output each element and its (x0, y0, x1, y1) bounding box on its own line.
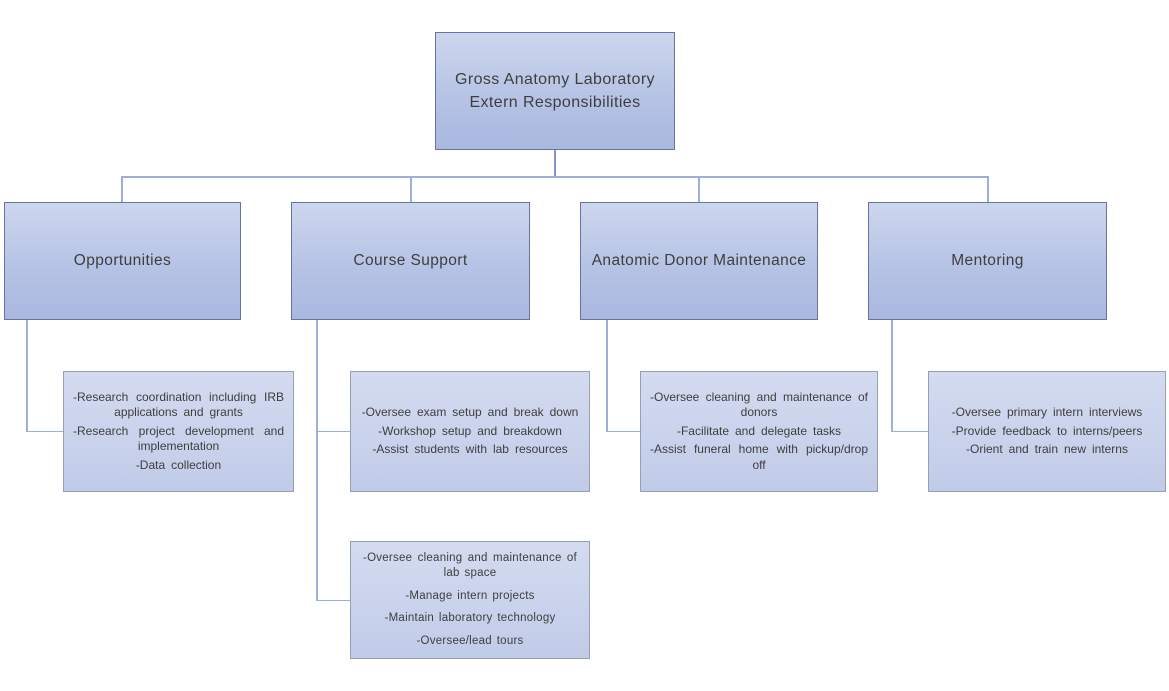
connector-drop-donor-maintenance (698, 176, 700, 202)
elbow-course-horizontal-1 (316, 430, 350, 432)
branch-box-donor-maintenance: Anatomic Donor Maintenance (580, 202, 818, 320)
branch-label-opportunities: Opportunities (73, 251, 172, 269)
elbow-mentoring-horizontal (891, 430, 928, 432)
detail-item: -Oversee exam setup and break down (361, 405, 579, 420)
branch-box-course-support: Course Support (291, 202, 530, 320)
detail-box-course-support-secondary: -Oversee cleaning and maintenance of lab… (350, 541, 590, 659)
branch-label-mentoring: Mentoring (951, 251, 1024, 269)
branch-label-donor-maintenance: Anatomic Donor Maintenance (591, 251, 807, 269)
detail-item: -Research coordination including IRB app… (73, 389, 284, 420)
elbow-opportunities-horizontal (26, 430, 63, 432)
elbow-opportunities-vertical (26, 320, 28, 432)
detail-item: -Assist students with lab resources (372, 442, 568, 457)
detail-item: -Facilitate and delegate tasks (676, 423, 841, 438)
branch-label-course-support: Course Support (353, 251, 468, 269)
detail-item: -Assist funeral home with pickup/drop of… (650, 442, 868, 472)
detail-box-donor-maintenance: -Oversee cleaning and maintenance of don… (640, 371, 878, 492)
detail-item: -Maintain laboratory technology (384, 612, 556, 625)
connector-drop-mentoring (987, 176, 989, 202)
detail-box-mentoring: -Oversee primary intern interviews -Prov… (928, 371, 1166, 492)
elbow-course-horizontal-2 (316, 599, 350, 601)
detail-item: -Research project development and implem… (73, 423, 284, 454)
elbow-donor-vertical (606, 320, 608, 432)
detail-item: -Oversee primary intern interviews (951, 405, 1143, 420)
connector-root-vertical (554, 150, 556, 177)
root-box-label: Gross Anatomy Laboratory Extern Responsi… (455, 70, 655, 111)
detail-item: -Manage intern projects (405, 589, 535, 602)
branch-box-mentoring: Mentoring (868, 202, 1107, 320)
detail-item: -Oversee cleaning and maintenance of don… (650, 389, 868, 420)
connector-drop-course-support (410, 176, 412, 202)
detail-item: -Workshop setup and breakdown (378, 423, 562, 438)
detail-box-opportunities: -Research coordination including IRB app… (63, 371, 294, 492)
elbow-course-vertical (316, 320, 318, 601)
detail-item: -Oversee cleaning and maintenance of lab… (363, 551, 577, 580)
detail-item: -Oversee/lead tours (416, 634, 524, 647)
connector-drop-opportunities (121, 176, 123, 202)
root-box: Gross Anatomy Laboratory Extern Responsi… (435, 32, 675, 150)
detail-item: -Orient and train new interns (966, 442, 1128, 457)
detail-box-course-support: -Oversee exam setup and break down -Work… (350, 371, 590, 492)
elbow-donor-horizontal (606, 430, 640, 432)
elbow-mentoring-vertical (891, 320, 893, 432)
detail-item: -Provide feedback to interns/peers (951, 423, 1143, 438)
connector-main-horizontal (122, 176, 988, 178)
branch-box-opportunities: Opportunities (4, 202, 241, 320)
detail-item: -Data collection (135, 457, 222, 472)
